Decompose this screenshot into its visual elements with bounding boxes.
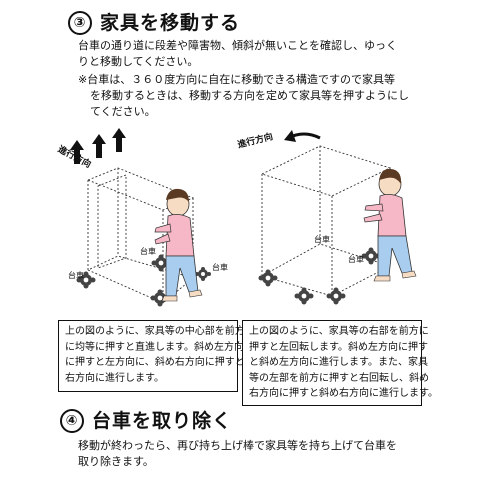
cart-label: 台車 [68, 271, 84, 280]
cart-label: 台車 [212, 263, 228, 272]
caption-line: と斜め左方向に進行します。また、家具 [249, 357, 428, 368]
section-4-heading: ④ 台車を取り除く [60, 406, 232, 433]
note-line: ※台車は、３６０度方向に自在に移動できる構造ですので家具等 [78, 73, 395, 86]
cart-icon [76, 271, 96, 289]
cart-icon [294, 287, 314, 305]
caption-line: 上の図のように、家具等の中心部を前方 [65, 326, 245, 337]
arrow-icon [112, 128, 126, 152]
cart-icon [150, 289, 170, 307]
cart-icon [258, 269, 278, 287]
instruction-line: 取り除きます。 [78, 455, 154, 468]
section-4-number: ④ [60, 409, 84, 433]
caption-line: 押すと左回転します。斜め左方向に押す [249, 341, 428, 353]
section-3-title: 家具を移動する [100, 12, 241, 34]
cart-group [258, 247, 381, 305]
cart-icon [361, 247, 381, 265]
cart-label: 台車 [140, 247, 156, 256]
section-3-instructions: 台車の通り道に段差や障害物、傾斜が無いことを確認し、ゆっく りと移動してください… [78, 38, 397, 70]
caption-line: 右方向に進行します。 [65, 372, 164, 384]
caption-line: 右方向に押すと斜め右方向に進行します。 [249, 388, 438, 399]
caption-straight-push: 上の図のように、家具等の中心部を前方 に均等に押すと直進します。斜め左方向 に押… [58, 320, 245, 392]
cart-icon [195, 267, 211, 281]
section-3-heading: ③ 家具を移動する [68, 8, 240, 35]
instruction-line: 移動が終わったら、再び持ち上げ棒で家具等を持ち上げて台車を [78, 439, 397, 452]
person-pushing-illustration [154, 188, 203, 302]
straight-push-diagram [70, 128, 211, 307]
instruction-line: 台車の通り道に段差や障害物、傾斜が無いことを確認し、ゆっく [78, 39, 397, 52]
direction-arrows [70, 128, 126, 164]
caption-line: 等の左部を前方に押すと右回転し、斜め [249, 372, 429, 384]
caption-line: 上の図のように、家具等の右部を前方に [249, 326, 429, 337]
rotation-push-diagram [258, 130, 417, 305]
cart-icon [326, 287, 346, 305]
section-4-title: 台車を取り除く [92, 410, 233, 432]
section-3-note: ※台車は、３６０度方向に自在に移動できる構造ですので家具等 を移動するときは、移… [78, 72, 409, 120]
cart-label: 台車 [348, 255, 364, 264]
caption-line: に押すと左方向に、斜め右方向に押すと [65, 357, 245, 368]
person-pushing-illustration [363, 168, 417, 282]
arrow-icon [70, 140, 84, 164]
caption-rotation-push: 上の図のように、家具等の右部を前方に 押すと左回転します。斜め左方向に押す と斜… [242, 320, 438, 406]
instruction-line: りと移動してください。 [78, 55, 199, 68]
note-line: てください。 [90, 105, 156, 118]
section-3-number: ③ [68, 11, 92, 35]
section-4-instructions: 移動が終わったら、再び持ち上げ棒で家具等を持ち上げて台車を 取り除きます。 [78, 438, 397, 470]
arrow-icon [92, 134, 106, 158]
caption-line: に均等に押すと直進します。斜め左方向 [65, 341, 244, 353]
arrow-head-icon [284, 130, 296, 142]
cart-label: 台車 [314, 235, 330, 244]
note-line: を移動するときは、移動する方向を定めて家具等を押すようにし [90, 89, 409, 102]
